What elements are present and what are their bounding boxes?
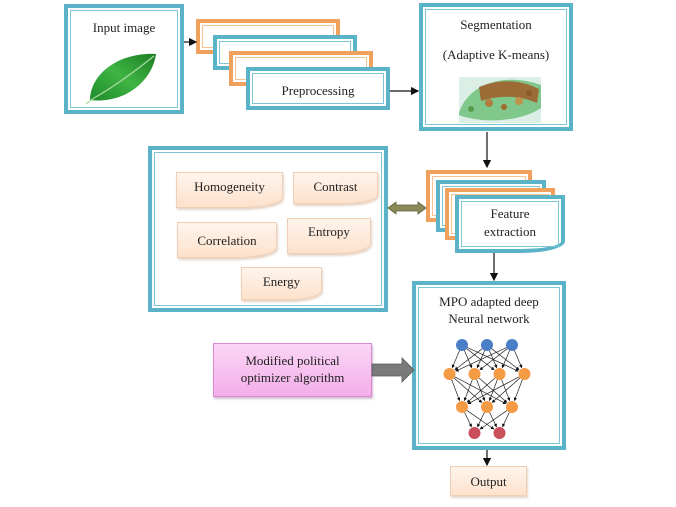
neural-network-line1: MPO adapted deep (439, 294, 539, 309)
network-edge (454, 348, 483, 371)
feature-extraction-line2: extraction (484, 224, 536, 239)
segmentation-title: Segmentation (460, 17, 532, 32)
network-node (468, 368, 481, 380)
network-node (456, 339, 468, 351)
segmentation-subtitle: (Adaptive K-means) (442, 47, 550, 62)
output-box: Output (450, 466, 527, 496)
output-label: Output (470, 474, 507, 489)
network-edge (466, 410, 495, 430)
network-edge (501, 379, 511, 402)
network-edge (477, 412, 485, 428)
preprocessing-box: Preprocessing (246, 67, 390, 110)
network-edge (513, 379, 523, 402)
network-node (493, 368, 506, 380)
feature-extraction-line1: Feature (490, 206, 530, 221)
network-edge (455, 347, 507, 372)
network-node (456, 401, 468, 413)
network-node (468, 427, 481, 439)
network-node (518, 368, 531, 380)
network-edge (476, 379, 486, 402)
network-edge (491, 377, 521, 403)
feature-label: Homogeneity (194, 179, 265, 194)
network-edge (489, 350, 498, 369)
network-node (443, 368, 456, 380)
network-edge (451, 379, 461, 402)
network-node (506, 339, 518, 351)
feature-label: Energy (262, 274, 301, 289)
segmentation-box: Segmentation (Adaptive K-means) (419, 3, 573, 131)
network-edge (466, 377, 496, 403)
network-edge (453, 377, 483, 403)
network-node (493, 427, 506, 439)
feature-label: Entropy (308, 224, 350, 239)
network-node (506, 401, 518, 413)
network-edge (463, 379, 473, 402)
feature-label: Contrast (313, 179, 358, 194)
features-box: Homogeneity Contrast Correlation Entropy… (148, 146, 388, 312)
network-edge (451, 350, 460, 369)
optimizer-line2: optimizer algorithm (240, 370, 345, 385)
double-arrow-features (387, 201, 427, 215)
network-edge (489, 412, 497, 428)
optimizer-box: Modified political optimizer algorithm (213, 343, 372, 397)
network-edge (467, 376, 520, 405)
network-edge (501, 350, 510, 369)
diseased-leaf-image (459, 77, 541, 123)
neural-network-line2: Neural network (448, 311, 530, 326)
network-edge (479, 348, 508, 371)
feature-correlation: Correlation (177, 222, 277, 258)
network-edge (479, 410, 508, 430)
feature-entropy: Entropy (287, 218, 371, 254)
feature-energy: Energy (241, 267, 322, 300)
network-edge (502, 412, 510, 428)
input-image-box: Input image (64, 4, 184, 114)
neural-network-box: MPO adapted deep Neural network (412, 281, 566, 450)
network-edge (464, 412, 472, 428)
network-edge (514, 350, 523, 369)
block-arrow-optimizer-to-network (371, 357, 415, 383)
feature-homogeneity: Homogeneity (176, 172, 283, 208)
network-edge (466, 348, 495, 371)
input-image-title: Input image (92, 20, 156, 35)
preprocessing-label: Preprocessing (281, 83, 355, 98)
leaf-image (85, 53, 156, 105)
optimizer-line1: Modified political (245, 353, 340, 368)
network-node (481, 339, 493, 351)
feature-contrast: Contrast (293, 172, 378, 204)
network-node (481, 401, 493, 413)
feature-extraction-box: Feature extraction (455, 195, 565, 253)
feature-label: Correlation (197, 233, 257, 248)
network-edge (464, 350, 473, 369)
network-edge (478, 377, 508, 403)
